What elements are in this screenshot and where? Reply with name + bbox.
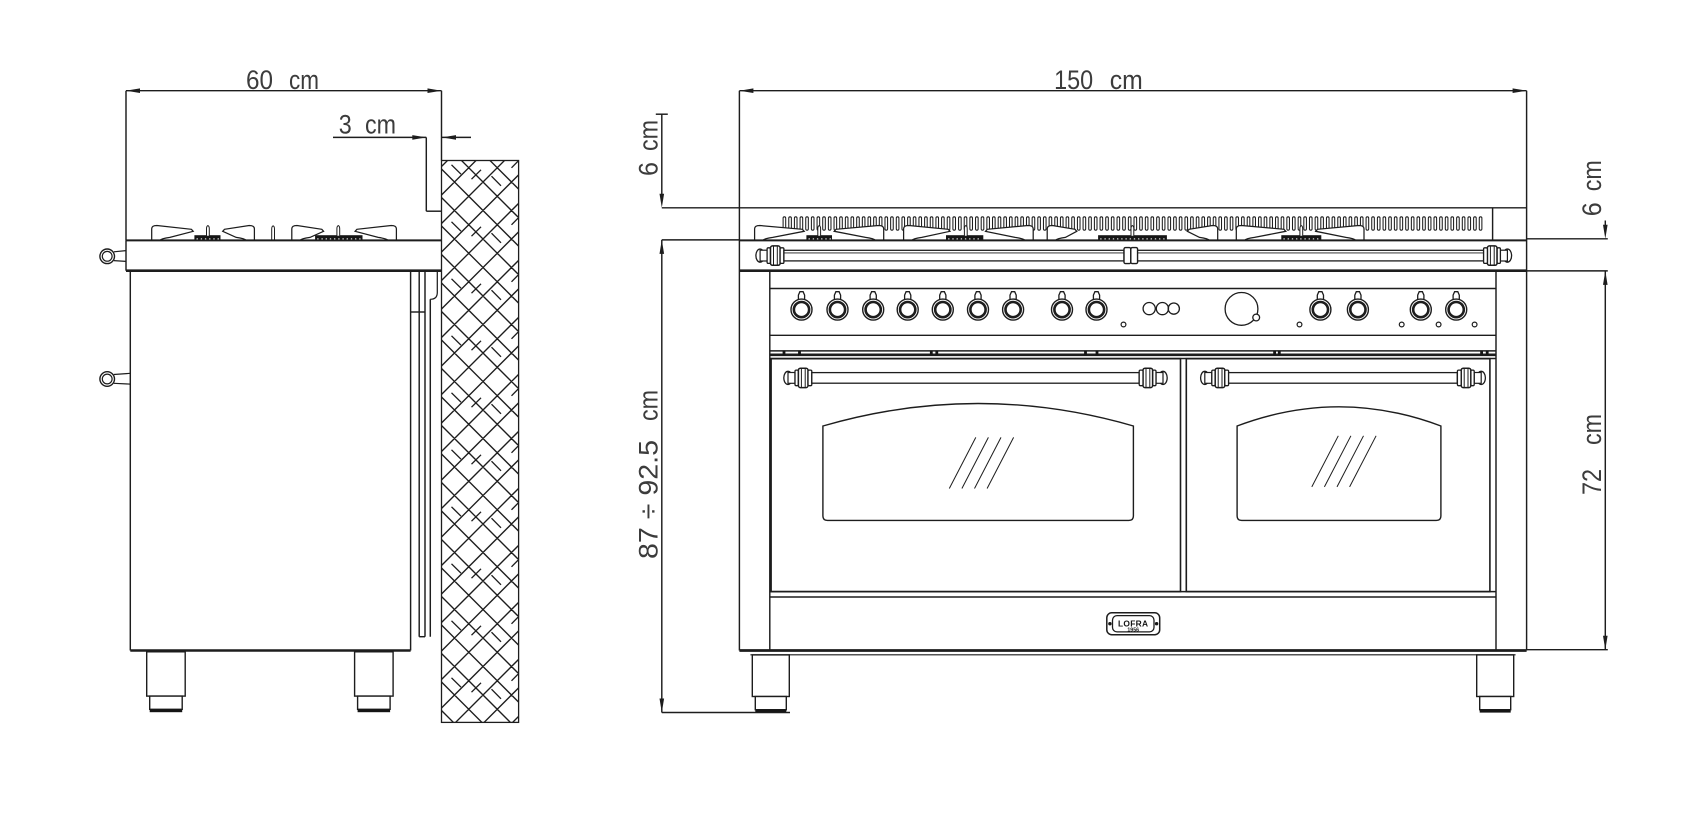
svg-text:LOFRA: LOFRA [1118,618,1148,628]
svg-text:72: 72 [1577,469,1607,495]
svg-text:cm: cm [633,390,663,421]
svg-text:87 ÷ 92.5: 87 ÷ 92.5 [633,440,663,559]
svg-text:150: 150 [1054,65,1093,95]
svg-text:cm: cm [365,110,396,140]
svg-text:6: 6 [633,162,663,176]
svg-text:60: 60 [246,65,273,95]
svg-text:cm: cm [633,120,663,151]
svg-text:1956: 1956 [1127,627,1139,633]
svg-text:3: 3 [339,110,352,140]
svg-text:cm: cm [1577,414,1607,445]
svg-text:cm: cm [289,65,319,95]
svg-text:cm: cm [1110,65,1143,95]
svg-text:6: 6 [1577,202,1607,216]
svg-text:cm: cm [1577,160,1607,191]
